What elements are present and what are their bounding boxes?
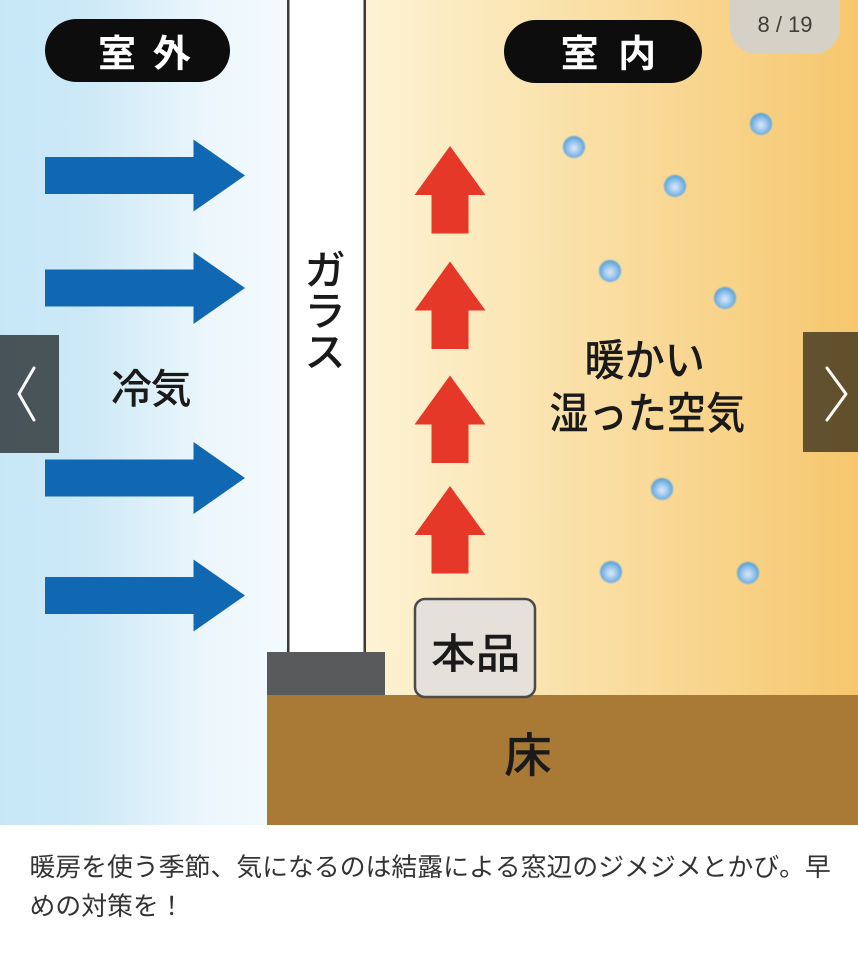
svg-text:8 / 19: 8 / 19 xyxy=(757,12,812,37)
